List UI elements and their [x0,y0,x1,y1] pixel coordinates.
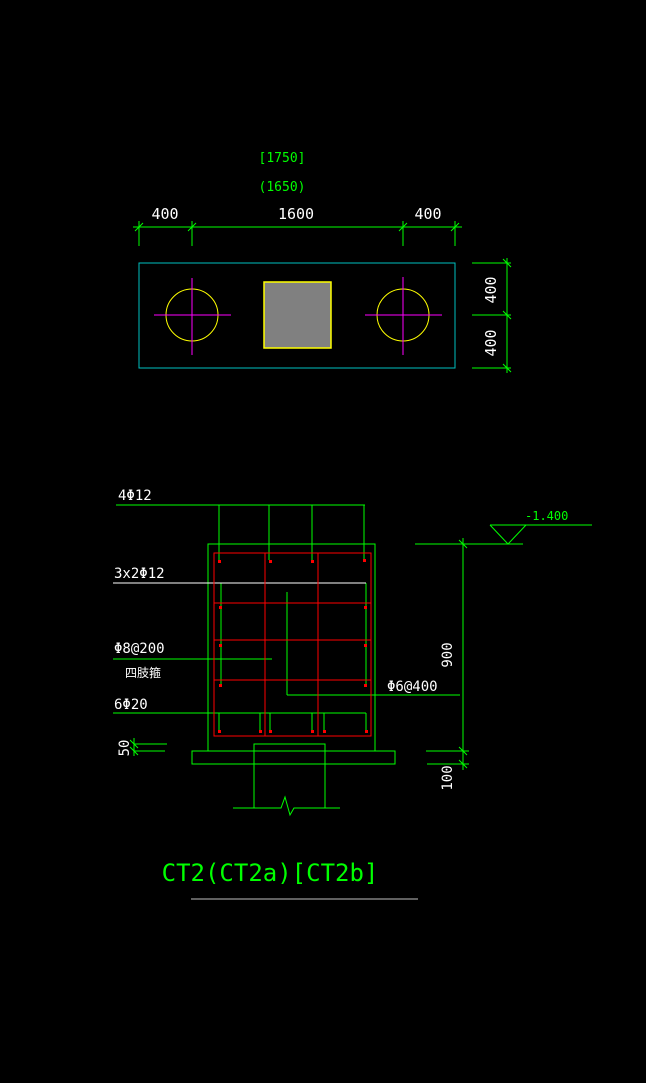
dim-50: 50 [117,740,133,757]
rebar-cage [213,552,372,737]
top-dimension-line [133,221,462,246]
plan-label-bracket: [1750] [259,151,306,166]
dim-400-left: 400 [151,205,178,223]
plan-view: [1750] (1650) 400 1600 400 400 400 [133,151,512,373]
column-section [263,281,332,349]
stirrup-note: 四肢箍 [125,665,161,680]
pile-cap-outline [138,262,456,369]
side-bars-label: 3x2Φ12 [114,566,165,582]
leaders [113,504,460,817]
stirrup-label: Φ8@200 [114,641,165,657]
top-bars-label: 4Φ12 [118,488,152,504]
dim-400-lower: 400 [482,329,500,356]
rebar-dots [218,559,368,733]
dim-1600: 1600 [278,205,314,223]
right-dimension-line [472,258,512,373]
plan-label-paren: (1650) [259,180,306,195]
height-dimension [129,538,469,770]
elevation-marker [415,524,592,545]
dim-900: 900 [440,642,456,667]
bottom-bars-label: 6Φ20 [114,697,148,713]
elevation-label: -1.400 [525,509,568,523]
dim-100: 100 [440,765,456,790]
dim-400-right: 400 [414,205,441,223]
pile-centerlines [154,277,442,355]
section-view: 4Φ12 3x2Φ12 Φ8@200 四肢箍 6Φ20 Φ6@400 -1.40… [113,488,592,817]
dim-400-upper: 400 [482,276,500,303]
tie-label: Φ6@400 [387,679,438,695]
drawing-title: CT2(CT2a)[CT2b] [162,859,379,887]
